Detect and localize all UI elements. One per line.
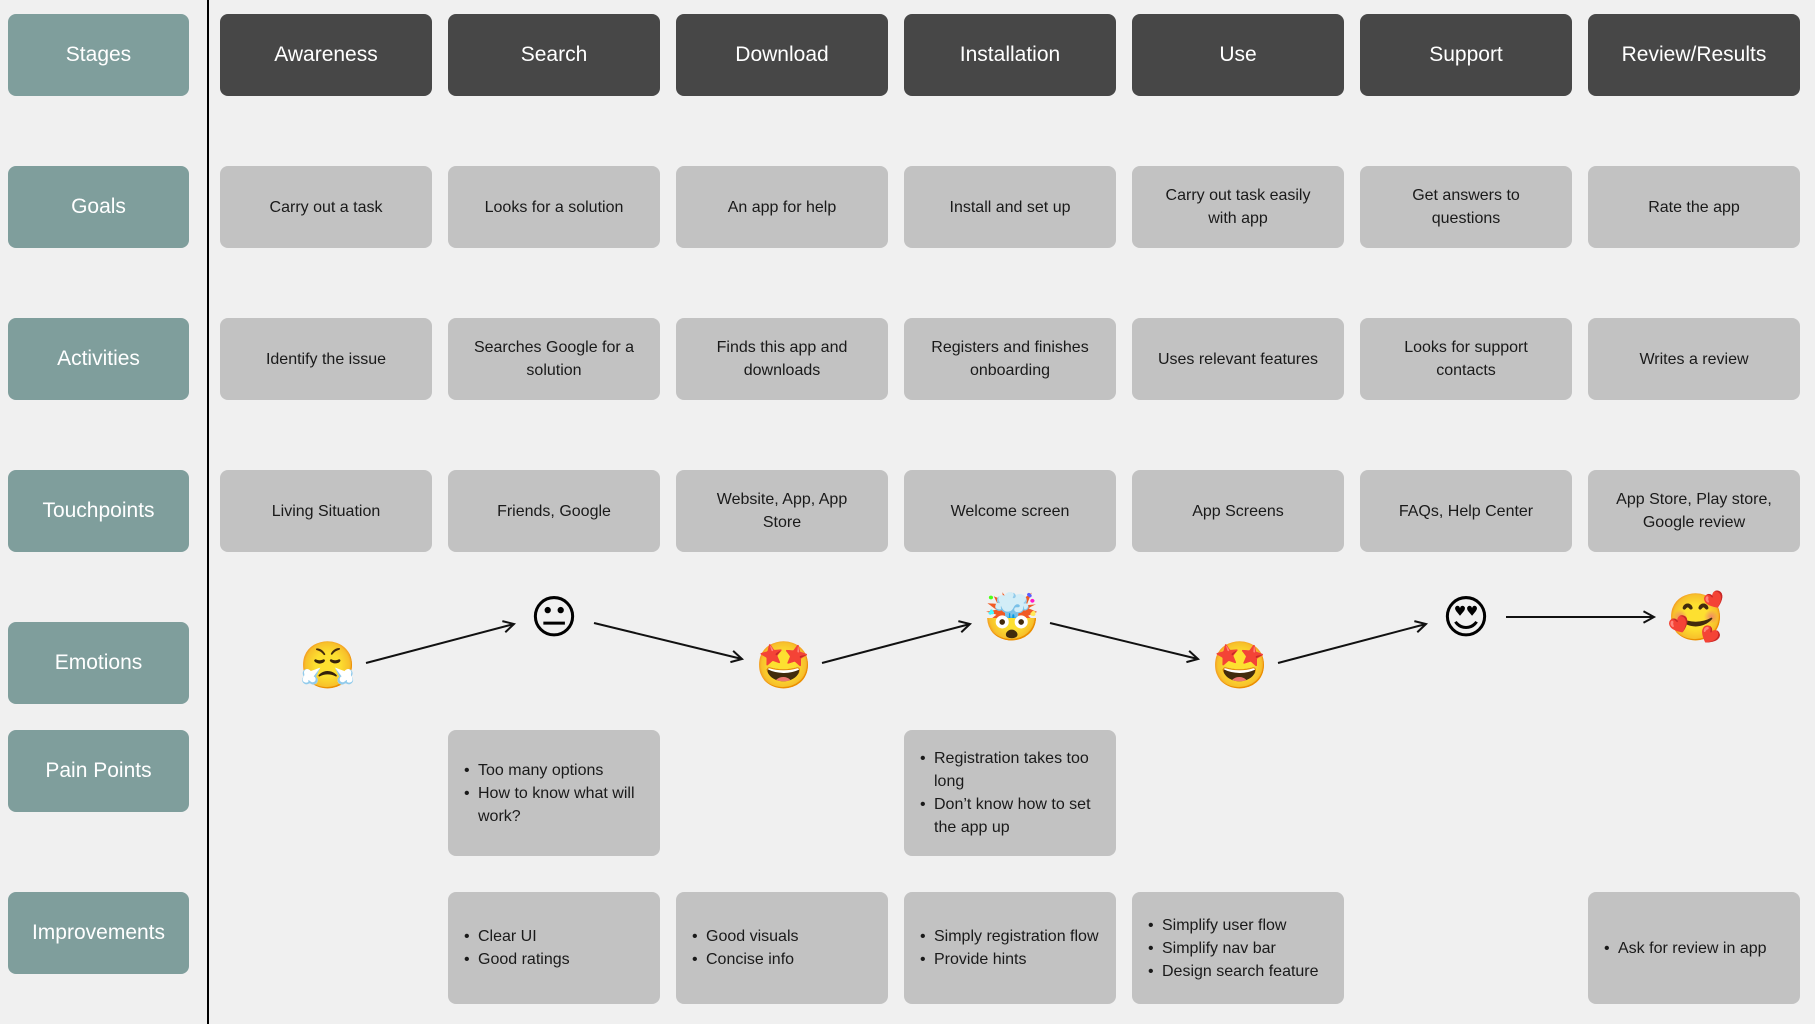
arrow-head [502, 620, 517, 633]
list-item: Registration takes too long [920, 747, 1102, 793]
column-divider [207, 0, 209, 1024]
pain-point-search: Too many optionsHow to know what will wo… [448, 730, 660, 856]
touchpoint-cell-use: App Screens [1132, 470, 1344, 552]
goal-cell-support: Get answers to questions [1360, 166, 1572, 248]
list-item: How to know what will work? [464, 782, 646, 828]
stage-download: Download [676, 14, 888, 96]
touchpoint-cell-support: FAQs, Help Center [1360, 470, 1572, 552]
list-item: Too many options [464, 759, 646, 782]
list-item: Simply registration flow [920, 925, 1098, 948]
arrow-head [730, 650, 745, 664]
improvement-list: Simplify user flowSimplify nav barDesign… [1142, 914, 1319, 983]
row-label-improvements: Improvements [8, 892, 189, 974]
improvement-search: Clear UIGood ratings [448, 892, 660, 1004]
goal-cell-search: Looks for a solution [448, 166, 660, 248]
arrow-head [1414, 620, 1429, 633]
smiling-face-with-hearts-icon: 🥰 [1667, 590, 1725, 644]
activity-cell-download: Finds this app and downloads [676, 318, 888, 400]
activity-cell-use: Uses relevant features [1132, 318, 1344, 400]
pain-point-list: Registration takes too longDon’t know ho… [914, 747, 1102, 839]
touchpoint-cell-search: Friends, Google [448, 470, 660, 552]
list-item: Simplify nav bar [1148, 937, 1319, 960]
row-label-touchpoints: Touchpoints [8, 470, 189, 552]
stage-support: Support [1360, 14, 1572, 96]
stage-use: Use [1132, 14, 1344, 96]
list-item: Ask for review in app [1604, 937, 1766, 960]
arrow-head [1186, 650, 1201, 664]
steaming-face-icon: 😤 [299, 638, 357, 692]
emotion-arrow [1277, 623, 1427, 664]
emotion-arrow [593, 622, 743, 660]
star-struck-face-icon: 🤩 [755, 638, 813, 692]
improvement-list: Ask for review in app [1598, 937, 1766, 960]
goal-cell-use: Carry out task easily with app [1132, 166, 1344, 248]
touchpoint-cell-download: Website, App, App Store [676, 470, 888, 552]
emotion-arrow [365, 623, 515, 664]
goal-cell-download: An app for help [676, 166, 888, 248]
stage-installation: Installation [904, 14, 1116, 96]
stage-review-results: Review/Results [1588, 14, 1800, 96]
star-struck-face-icon: 🤩 [1211, 638, 1269, 692]
row-label-goals: Goals [8, 166, 189, 248]
list-item: Design search feature [1148, 960, 1318, 983]
activity-cell-search: Searches Google for a solution [448, 318, 660, 400]
heart-eyes-face-icon: 😍 [1442, 590, 1490, 644]
pain-point-list: Too many optionsHow to know what will wo… [458, 759, 646, 828]
neutral-face-icon: 😐 [530, 590, 578, 644]
list-item: Concise info [692, 948, 799, 971]
activity-cell-installation: Registers and finishes onboarding [904, 318, 1116, 400]
list-item: Good visuals [692, 925, 798, 948]
improvement-list: Good visualsConcise info [686, 925, 799, 971]
goal-cell-review-results: Rate the app [1588, 166, 1800, 248]
activity-cell-awareness: Identify the issue [220, 318, 432, 400]
improvement-use: Simplify user flowSimplify nav barDesign… [1132, 892, 1344, 1004]
list-item: Don’t know how to set the app up [920, 793, 1102, 839]
row-label-emotions: Emotions [8, 622, 189, 704]
improvement-download: Good visualsConcise info [676, 892, 888, 1004]
list-item: Good ratings [464, 948, 570, 971]
row-label-activities: Activities [8, 318, 189, 400]
row-label-pain-points: Pain Points [8, 730, 189, 812]
arrow-head [1642, 610, 1657, 624]
improvement-installation: Simply registration flowProvide hints [904, 892, 1116, 1004]
emotion-arrow [1049, 622, 1199, 660]
activity-cell-review-results: Writes a review [1588, 318, 1800, 400]
row-label-stages: Stages [8, 14, 189, 96]
stage-search: Search [448, 14, 660, 96]
goal-cell-installation: Install and set up [904, 166, 1116, 248]
arrow-head [958, 620, 973, 633]
list-item: Provide hints [920, 948, 1099, 971]
pain-point-installation: Registration takes too longDon’t know ho… [904, 730, 1116, 856]
improvement-review-results: Ask for review in app [1588, 892, 1800, 1004]
stage-awareness: Awareness [220, 14, 432, 96]
improvement-list: Simply registration flowProvide hints [914, 925, 1099, 971]
activity-cell-support: Looks for support contacts [1360, 318, 1572, 400]
exploding-head-icon: 🤯 [983, 590, 1041, 644]
improvement-list: Clear UIGood ratings [458, 925, 570, 971]
emotion-arrow [821, 623, 971, 664]
goal-cell-awareness: Carry out a task [220, 166, 432, 248]
touchpoint-cell-review-results: App Store, Play store, Google review [1588, 470, 1800, 552]
touchpoint-cell-awareness: Living Situation [220, 470, 432, 552]
list-item: Clear UI [464, 925, 570, 948]
touchpoint-cell-installation: Welcome screen [904, 470, 1116, 552]
list-item: Simplify user flow [1148, 914, 1319, 937]
